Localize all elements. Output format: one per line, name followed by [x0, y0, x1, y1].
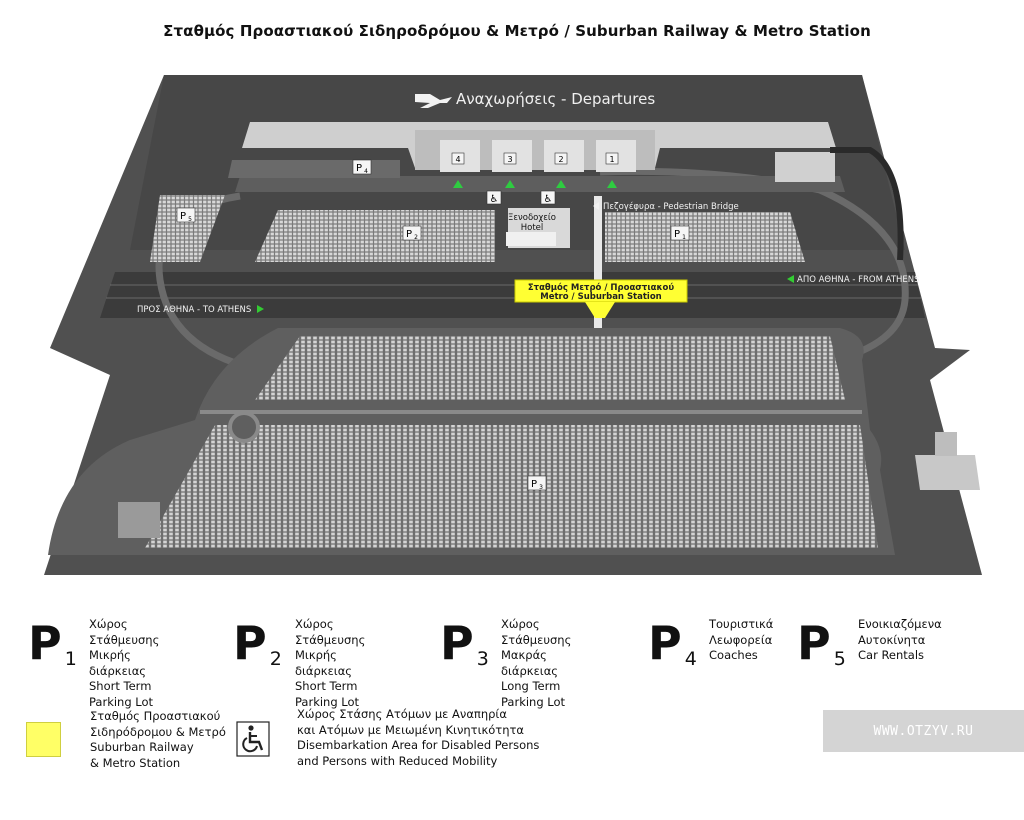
gate-number: 2 [558, 155, 563, 164]
legend-line: Χώρος Στάσης Ατόμων με Αναπηρία [297, 707, 507, 721]
map-marker-p3: P 3 [527, 475, 547, 491]
gate-number: 1 [609, 155, 614, 164]
marker-letter: P [531, 479, 537, 490]
arrow-left-icon [787, 275, 794, 283]
airplane-icon [415, 94, 452, 108]
gate-markers: 4 3 2 1 [451, 152, 619, 188]
legend-line: Μακράς διάρκειας [501, 648, 559, 678]
watermark: WWW.OTZYV.RU [823, 710, 1024, 752]
roundabout [228, 411, 260, 443]
gate-number: 3 [507, 155, 512, 164]
legend-line: Coaches [709, 648, 758, 662]
legend-text: Χώρος Στάθμευσης Μικρής διάρκειας Short … [89, 617, 159, 710]
rental-building [775, 152, 835, 182]
p-letter: P [28, 616, 62, 670]
legend-line: και Ατόμων με Μειωμένη Κινητικότητα [297, 722, 524, 737]
legend-text: Ενοικιαζόμενα Αυτοκίνητα Car Rentals [858, 617, 942, 664]
legend-line: Λεωφορεία [709, 632, 773, 647]
departures-label: Αναχωρήσεις - Departures [456, 90, 655, 108]
p-number: 2 [269, 648, 282, 670]
legend-line: Μικρής διάρκειας [89, 648, 147, 678]
station-label-2: Metro / Suburban Station [540, 292, 661, 302]
marker-number: 1 [682, 234, 686, 241]
pedestrian-bridge-label: Πεζογέφυρα - Pedestrian Bridge [603, 201, 739, 212]
p-number: 4 [684, 648, 697, 670]
p-letter: P [440, 616, 474, 670]
svg-text:♿: ♿ [490, 194, 499, 205]
p-letter: P [797, 616, 831, 670]
wheelchair-icon: ♿ [540, 190, 556, 205]
highway [100, 272, 925, 318]
map-marker-p4: P 4 [352, 159, 372, 175]
metro-station: Σταθμός Μετρό / Προαστιακού Metro / Subu… [514, 279, 688, 318]
marker-letter: P [674, 229, 680, 240]
arrow-right-icon [257, 305, 264, 313]
map-marker-p1: P 1 [670, 225, 690, 241]
marker-number: 5 [188, 216, 192, 223]
p-number: 1 [64, 648, 77, 670]
arrow-left-icon [593, 202, 599, 210]
station-label-1: Σταθμός Μετρό / Προαστιακού [528, 282, 675, 293]
marker-letter: P [356, 163, 362, 174]
parking-p4 [228, 160, 400, 178]
from-athens-label: ΑΠΟ ΑΘΗΝΑ - FROM ATHENS [797, 275, 920, 285]
wheelchair-icon [236, 721, 270, 757]
legend-line: Χώρος Στάθμευσης [295, 617, 366, 647]
to-athens-label: ΠΡΟΣ ΑΘΗΝΑ - TO ATHENS [137, 305, 251, 315]
legend-line: Long Term Parking Lot [501, 679, 566, 709]
legend-text: Χώρος Στάθμευσης Μακράς διάρκειας Long T… [501, 617, 571, 710]
legend-line: Χώρος Στάθμευσης [89, 617, 160, 647]
parking-p2 [255, 210, 495, 262]
hotel-label-2: Hotel [521, 223, 544, 233]
legend-station-text: Σταθμός Προαστιακού Σιδηρόδρομου & Μετρό… [90, 709, 226, 771]
airport-map: Σταθμός Μετρό / Προαστιακού Metro / Subu… [44, 75, 982, 575]
legend-line: Σιδηρόδρομου & Μετρό [90, 724, 226, 739]
p-number: 3 [476, 648, 489, 670]
map-marker-p5: P 5 [176, 207, 196, 223]
legend-line: Suburban Railway [90, 740, 194, 754]
p-number: 5 [833, 648, 846, 670]
legend-line: Μικρής διάρκειας [295, 648, 353, 678]
legend-line: Χώρος Στάθμευσης [501, 617, 572, 647]
legend-text: Τουριστικά Λεωφορεία Coaches [709, 617, 773, 664]
hotel-label-1: Ξενοδοχείο [508, 213, 556, 223]
legend-text: Χώρος Στάθμευσης Μικρής διάρκειας Short … [295, 617, 365, 710]
legend-line: Σταθμός Προαστιακού [90, 709, 221, 723]
parking-p1 [605, 212, 805, 262]
svg-text:♿: ♿ [544, 194, 553, 205]
gate-number: 4 [455, 155, 460, 164]
legend-line: Short Term Parking Lot [295, 679, 360, 709]
legend-line: Τουριστικά [709, 617, 774, 631]
legend-line: Αυτοκίνητα [858, 632, 926, 647]
legend-line: Disembarkation Area for Disabled Persons [297, 738, 540, 752]
marker-number: 2 [414, 234, 418, 241]
page-title: Σταθμός Προαστιακού Σιδηροδρόμου & Μετρό… [163, 22, 871, 40]
marker-letter: P [406, 229, 412, 240]
legend-disabled-text: Χώρος Στάσης Ατόμων με Αναπηρία και Ατόμ… [297, 707, 539, 769]
p-letter: P [233, 616, 267, 670]
p-letter: P [648, 616, 682, 670]
legend-line: and Persons with Reduced Mobility [297, 753, 498, 768]
marker-letter: P [180, 211, 186, 222]
legend-line: Car Rentals [858, 648, 925, 662]
legend-line: Short Term Parking Lot [89, 679, 154, 709]
station-color-swatch [26, 722, 61, 757]
side-building [915, 455, 980, 490]
marker-number: 3 [539, 484, 543, 491]
parking-p5 [150, 195, 225, 262]
map-marker-p2: P 2 [402, 225, 422, 241]
hotel-building [506, 208, 570, 248]
legend-line: Ενοικιαζόμενα [858, 617, 942, 631]
marker-number: 4 [364, 168, 368, 175]
pedestrian-bridge [594, 196, 602, 336]
wheelchair-icon: ♿ [486, 190, 502, 205]
legend-line: & Metro Station [90, 755, 181, 770]
